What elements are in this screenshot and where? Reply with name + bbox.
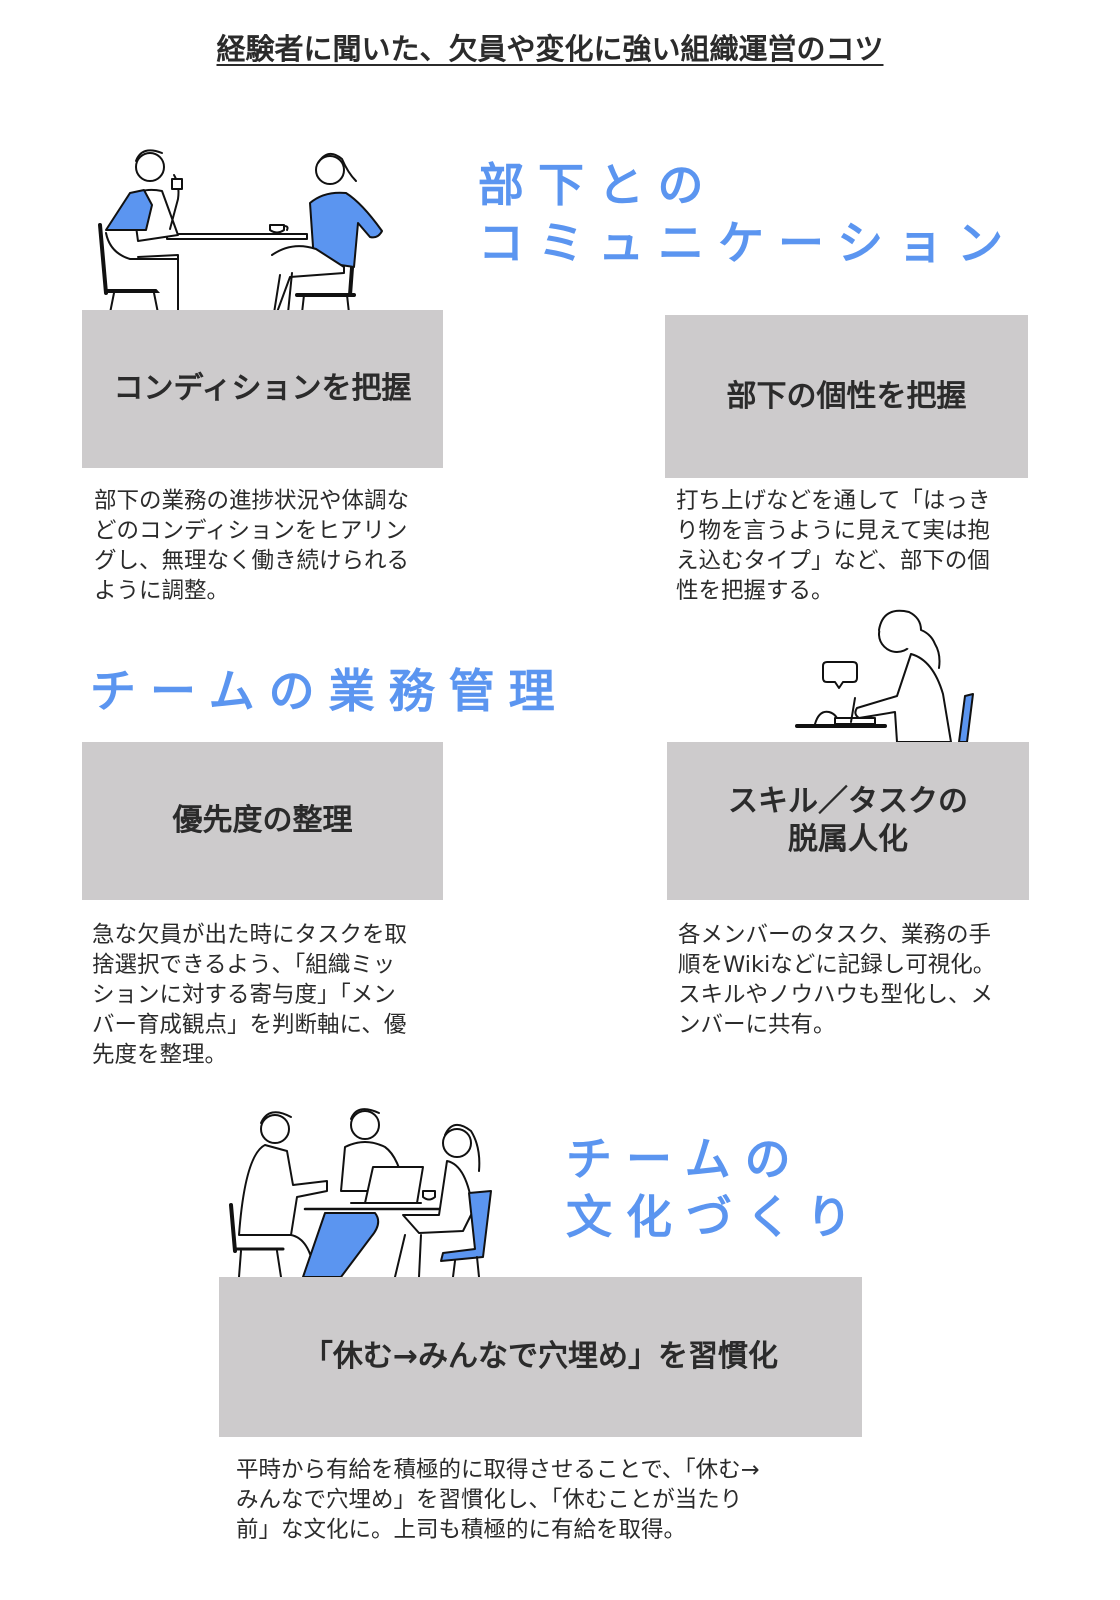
card-label: スキル／タスクの 脱属人化 [728,784,968,857]
page-title-text: 経験者に聞いた、欠員や変化に強い組織運営のコツ [216,32,884,66]
card-condition: コンディションを把握 [82,310,443,468]
card-description: 部下の業務の進捗状況や体調な どのコンディションをヒアリン グし、無理なく働き続… [94,488,410,604]
card-personality: 部下の個性を把握 [665,315,1028,478]
card-priority: 優先度の整理 [82,742,443,900]
two-people-coffee-chat-illustration [92,145,392,313]
card-label: 「休む→みんなで穴埋め」を習慣化 [302,1339,779,1374]
card-label: コンディションを把握 [113,371,412,406]
card-description: 平時から有給を積極的に取得させることで、「休む→ みんなで穴埋め」を習慣化し、「… [236,1457,760,1543]
page-title: 経験者に聞いた、欠員や変化に強い組織運営のコツ [0,26,1100,68]
section-heading-team-culture: チームの 文化づくり [566,1132,866,1244]
three-people-meeting-illustration [225,1105,495,1277]
section-heading-communication: 部下との コミュニケーション [478,158,1018,270]
card-rest-habit: 「休む→みんなで穴埋め」を習慣化 [219,1277,862,1437]
card-description: 急な欠員が出た時にタスクを取 捨選択できるよう、「組織ミッ ションに対する寄与度… [92,922,408,1068]
card-deindividualization: スキル／タスクの 脱属人化 [667,742,1029,900]
person-writing-at-desk-illustration [795,604,980,742]
card-label: 優先度の整理 [172,803,353,838]
card-description: 各メンバーのタスク、業務の手 順をWikiなどに記録し可視化。 スキルやノウハウ… [678,922,996,1038]
section-heading-task-management: チームの業務管理 [90,664,569,718]
card-label: 部下の個性を把握 [726,378,967,414]
card-description: 打ち上げなどを通して「はっき り物を言うように見えて実は抱 え込むタイプ」など、… [676,488,991,604]
